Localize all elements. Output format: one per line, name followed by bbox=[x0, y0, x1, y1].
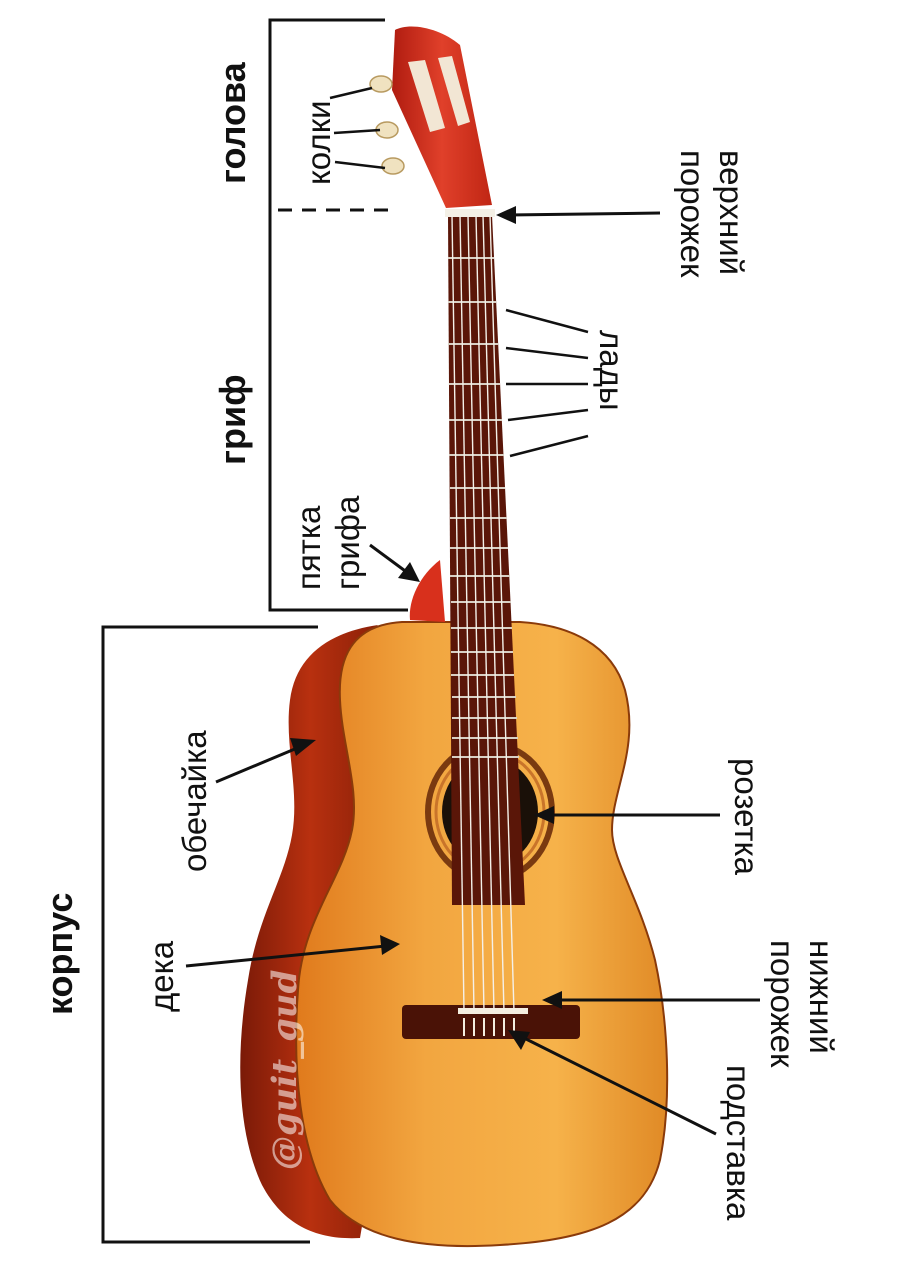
neck-heel bbox=[409, 560, 445, 622]
label-nut-line-2: порожек bbox=[674, 150, 712, 278]
fretboard bbox=[448, 215, 525, 905]
arrowhead-nut bbox=[496, 206, 516, 224]
label-nut: верхний порожек bbox=[672, 150, 750, 277]
headstock bbox=[392, 26, 492, 209]
arrowhead-saddle bbox=[542, 991, 562, 1009]
label-bridge: подставка bbox=[720, 1065, 757, 1221]
label-frets: лады bbox=[593, 330, 630, 411]
label-soundboard: дека bbox=[143, 940, 180, 1012]
pointer-tuning-peg-3 bbox=[334, 160, 386, 170]
tuning-pegs bbox=[369, 75, 405, 175]
neck-bracket bbox=[268, 208, 408, 612]
head-bracket bbox=[268, 18, 385, 208]
arrowhead-soundboard bbox=[380, 935, 400, 955]
label-rosette: розетка bbox=[728, 758, 765, 875]
pointer-fret-2 bbox=[505, 346, 589, 360]
bridge bbox=[402, 1005, 580, 1039]
arrowhead-rosette bbox=[534, 806, 554, 824]
section-label-neck: гриф bbox=[212, 374, 253, 465]
label-tuning-pegs: колки bbox=[300, 100, 337, 185]
label-neck-heel: пятка грифа bbox=[290, 496, 368, 590]
pointer-tuning-peg-1 bbox=[329, 86, 373, 100]
arrowhead-sides bbox=[290, 738, 316, 756]
label-sides: обечайка bbox=[176, 730, 213, 872]
section-label-head: голова bbox=[212, 62, 253, 184]
arrowhead-bridge bbox=[508, 1030, 530, 1050]
watermark: @guit_gud bbox=[265, 969, 305, 1170]
pointer-fret-5 bbox=[509, 434, 589, 458]
label-neck-heel-line-1: пятка bbox=[290, 505, 327, 590]
label-saddle-line-2: порожек bbox=[764, 940, 802, 1068]
label-saddle-line-1: нижний bbox=[803, 940, 840, 1054]
pointer-tuning-peg-2 bbox=[333, 128, 381, 135]
nut bbox=[445, 209, 495, 217]
guitar-soundboard bbox=[295, 621, 669, 1248]
bridge-tie-block bbox=[463, 1018, 515, 1036]
section-label-body: корпус bbox=[39, 892, 80, 1015]
pointer-fret-1 bbox=[505, 308, 589, 334]
strings bbox=[451, 214, 515, 1013]
pointer-sides bbox=[215, 744, 303, 784]
pointer-nut bbox=[507, 211, 661, 217]
pointer-soundboard bbox=[185, 944, 387, 968]
headstock-slots bbox=[408, 56, 470, 132]
label-saddle: нижний порожек bbox=[762, 940, 840, 1067]
pointer-bridge bbox=[519, 1034, 717, 1136]
arrowhead-heel bbox=[398, 562, 420, 582]
body-bracket bbox=[101, 625, 318, 1244]
label-nut-line-1: верхний bbox=[713, 150, 750, 276]
label-neck-heel-line-2: грифа bbox=[328, 495, 366, 590]
saddle bbox=[458, 1008, 528, 1014]
pointer-fret-4 bbox=[507, 408, 589, 422]
